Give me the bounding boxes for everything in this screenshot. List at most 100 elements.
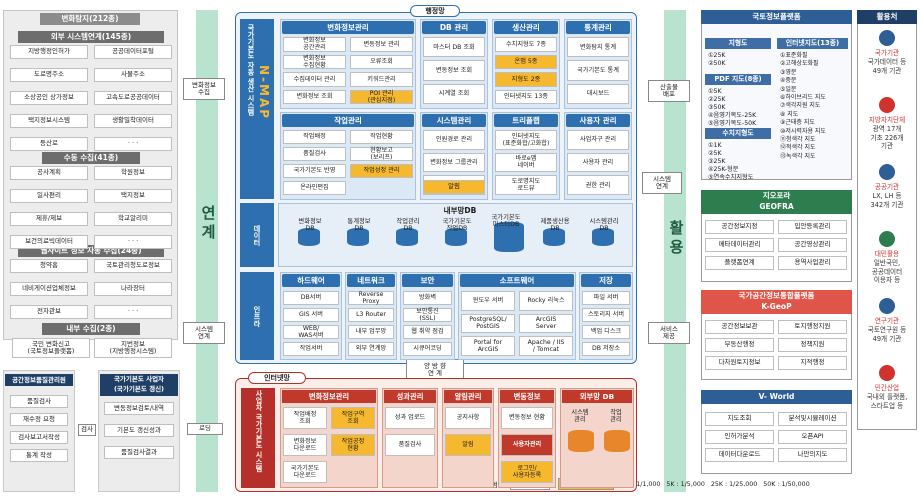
spatial-quality-title: 공간정보품질관리원 bbox=[5, 374, 73, 386]
admin-item: 오류조회 bbox=[350, 54, 413, 69]
internet-db-label: 작업 관리 bbox=[610, 409, 622, 423]
infra-item: WEB/ WAS서버 bbox=[283, 325, 339, 339]
agency-icon bbox=[879, 30, 895, 46]
admin-item: 대시보드 bbox=[567, 83, 629, 104]
infra-item: 방화벽 bbox=[403, 291, 452, 305]
infra-item: Apache / IIS / Tomcat bbox=[519, 336, 573, 356]
db-label: 작업관리 DB bbox=[396, 218, 420, 232]
internet-db-label: 시스템 관리 bbox=[571, 409, 589, 423]
admin-group-title: 시스템관리 bbox=[422, 114, 486, 127]
external-item: · · · bbox=[94, 137, 172, 151]
sys-link-arrow: 시스템 연계 bbox=[183, 322, 225, 344]
agency-icon bbox=[879, 97, 895, 113]
load-arrow: 로딩 bbox=[187, 423, 223, 435]
admin-item: 인터넷지도 13종 bbox=[495, 89, 557, 104]
admin-item: 변화정보 공간관리 bbox=[283, 37, 346, 52]
spatial-item-1: 품질검사 bbox=[10, 395, 68, 408]
admin-item: 키워드관리 bbox=[350, 72, 413, 87]
admin-item: 지형도 2종 bbox=[495, 72, 557, 87]
internet-item: 변화정보 다운로드 bbox=[283, 434, 327, 456]
db-label: 국가기본도 작업DB bbox=[442, 218, 472, 232]
external-item: 생활밀착데이터 bbox=[94, 114, 172, 128]
admin-group-title: 사용자 관리 bbox=[566, 114, 630, 127]
internet-item: 작업공정 현황 bbox=[331, 434, 375, 456]
admin-group-title: 트리플랩 bbox=[494, 114, 558, 127]
infra-group-title: 소프트웨어 bbox=[460, 274, 574, 287]
infra-item: 내부 업무망 bbox=[348, 325, 394, 339]
infra-item: Reverse Proxy bbox=[348, 291, 394, 305]
geofra-item: 공간영상관리 bbox=[778, 238, 847, 252]
agency-name: 민간산업 bbox=[874, 384, 900, 392]
agency-name: 대민활용 bbox=[874, 250, 900, 258]
admin-item: 변화정보 수집현황 bbox=[283, 54, 346, 69]
infra-bar: 인프라 bbox=[240, 272, 274, 360]
internet-item: 공지사항 bbox=[445, 407, 491, 429]
spatial-item-2: 재수정 요청 bbox=[10, 413, 68, 426]
admin-group-title: DB 관리 bbox=[422, 21, 486, 34]
use-band-label: 활용 bbox=[667, 220, 685, 258]
manual-item: 공사계획 bbox=[10, 166, 88, 180]
pf-col2-title: 인터넷지도(13종) bbox=[777, 38, 848, 49]
spatial-item-3: 검사보고서작성 bbox=[10, 431, 68, 444]
manual-item: · · · bbox=[94, 235, 172, 249]
infra-item: L3 Router bbox=[348, 308, 394, 322]
kgeop-item: 지적행정 bbox=[778, 356, 847, 370]
admin-group-title: 생산관리 bbox=[494, 21, 558, 34]
internet-network-tab: 인터넷망 bbox=[248, 372, 306, 384]
admin-item: 온맵 5종 bbox=[495, 54, 557, 69]
db-cylinder-icon bbox=[445, 228, 467, 246]
internet-item: 로그인/ 사용자등록 bbox=[501, 461, 553, 483]
infra-item: 웹 취약 점검 bbox=[403, 325, 452, 339]
pf-col3-title: PDF 지도(8종) bbox=[705, 74, 771, 85]
service-arrow: 서비스 제공 bbox=[648, 322, 690, 344]
infra-item: PostgreSQL/ PostGIS bbox=[461, 313, 515, 334]
external-item: 공공데이터포털 bbox=[94, 45, 172, 59]
infra-item: ArcGIS Server bbox=[519, 313, 573, 334]
internet-group-title: 변동정보 bbox=[500, 390, 554, 403]
infra-item: 윈도우 서버 bbox=[461, 291, 515, 311]
internal-item-2: 지번정보 (지방행정시스템) bbox=[94, 338, 172, 358]
external-item: 지방행정인허가 bbox=[10, 45, 88, 59]
agency-name: 공공기관 bbox=[874, 183, 900, 191]
admin-group-title: 변화정보관리 bbox=[282, 21, 414, 34]
internet-db-icon bbox=[568, 430, 594, 452]
external-item: 등산로 bbox=[10, 137, 88, 151]
internet-bar bbox=[241, 388, 275, 488]
operators-title: 국가기본도 사업자 (국가기본도 갱신) bbox=[100, 374, 178, 396]
external-item: 도로명주소 bbox=[10, 68, 88, 82]
operators-item-3: 품질검사결과 bbox=[104, 446, 174, 459]
admin-group-title: 작업관리 bbox=[282, 114, 414, 127]
kgeop-item: 토지행정지원 bbox=[778, 320, 847, 334]
internal-db-title: 내부망DB bbox=[443, 206, 477, 215]
infra-item: DB서버 bbox=[283, 291, 339, 305]
db-cylinder-icon bbox=[543, 228, 565, 246]
link-band bbox=[196, 10, 218, 492]
admin-item: 변화탐지 통계 bbox=[567, 37, 629, 58]
db-label: 국가기본도 마스터DB bbox=[491, 214, 521, 228]
infra-item: Portal for ArcGIS bbox=[461, 336, 515, 356]
agency-name: 지방자치단체 bbox=[868, 116, 906, 124]
admin-item: 시계열 조회 bbox=[423, 83, 485, 104]
agency-icon bbox=[879, 298, 895, 314]
admin-item: 변화정보 그룹관리 bbox=[423, 152, 485, 173]
admin-item: 작업현황 bbox=[350, 130, 413, 144]
admin-item: 작업배정 bbox=[283, 130, 346, 144]
admin-alert-item: 알림 bbox=[423, 180, 485, 194]
internet-group-title: 외부망 DB bbox=[562, 390, 632, 403]
kgeop-item: 정책지원 bbox=[778, 338, 847, 352]
external-item: 고속도로공공데이터 bbox=[94, 91, 172, 105]
legend-label: 범례 bbox=[492, 480, 504, 489]
admin-item: 수집데이터 관리 bbox=[283, 72, 346, 87]
agency-desc: 국내외 플랫폼, 스타트업 등 bbox=[866, 393, 908, 410]
agency-icon bbox=[879, 164, 895, 180]
vworld-item: 나만의지도 bbox=[778, 448, 847, 462]
infra-item: DB 저장소 bbox=[582, 342, 630, 356]
agency-icon bbox=[879, 231, 895, 247]
deploy-arrow: 산출물 배포 bbox=[648, 80, 690, 102]
link-band-label: 연계 bbox=[199, 205, 217, 243]
db-cylinder-icon bbox=[298, 228, 320, 246]
internet-item: 변동정보 현황 bbox=[501, 407, 553, 429]
vworld-item: 데이터다운로드 bbox=[705, 448, 774, 462]
vworld-item: 오픈API bbox=[778, 430, 847, 444]
infra-item: 외부 연계망 bbox=[348, 342, 394, 356]
